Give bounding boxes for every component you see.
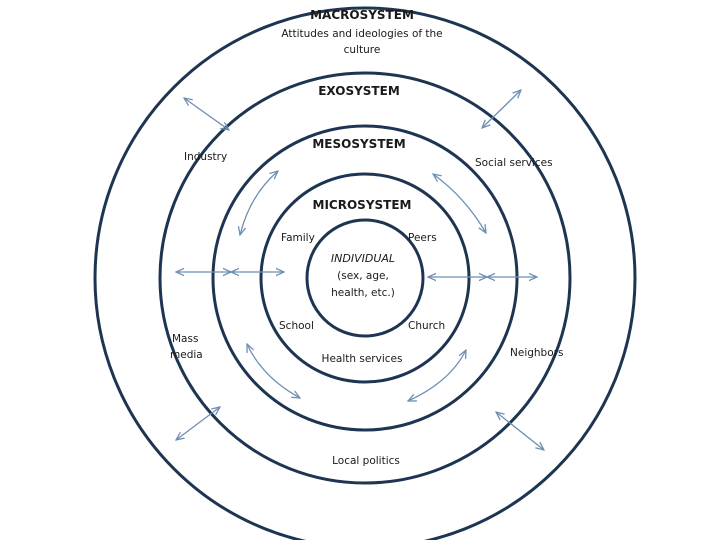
individual-line2: health, etc.) [331,287,395,299]
individual-title: INDIVIDUAL [331,252,395,265]
exosystem-title: EXOSYSTEM [318,84,400,98]
mesosystem-title: MESOSYSTEM [312,137,405,151]
label-family: Family [281,232,315,244]
arrow-lower-right [496,412,544,450]
label-church: Church [408,320,445,332]
label-neighbors: Neighbors [510,347,563,359]
arrow-meso-upper-left [240,171,278,235]
macrosystem-ring [93,6,637,545]
label-social-services: Social services [475,157,553,169]
label-peers: Peers [408,232,437,244]
label-health-services: Health services [322,353,403,365]
macrosystem-subtitle-line2: culture [344,44,381,56]
arrow-meso-lower-right [408,350,466,401]
macrosystem-subtitle-line1: Attitudes and ideologies of the [281,28,442,40]
label-industry: Industry [184,151,227,163]
label-school: School [279,320,314,332]
arrow-meso-lower-left [247,344,300,398]
macrosystem-title: MACROSYSTEM [310,8,414,22]
microsystem-title: MICROSYSTEM [313,198,412,212]
label-mass-media-line1: Mass [172,333,198,345]
individual-line1: (sex, age, [337,270,389,282]
arrow-upper-right [482,90,521,128]
arrow-lower-left [176,407,220,440]
exosystem-ring [158,71,572,485]
label-mass-media-line2: media [170,349,203,361]
arrow-upper-left [184,98,229,130]
arrow-meso-upper-right [433,174,486,233]
individual-ring [305,218,425,338]
label-local-politics: Local politics [332,455,400,467]
